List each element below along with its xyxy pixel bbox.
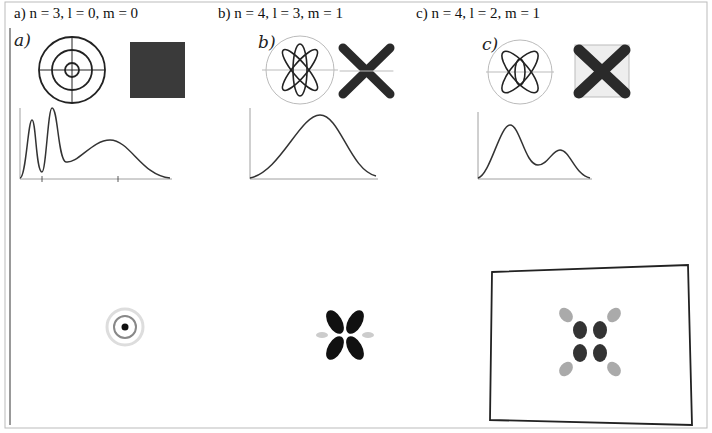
radial-plot-a xyxy=(20,108,172,182)
panel-heading: b) n = 4, l = 3, m = 1 xyxy=(218,5,343,22)
panel-heading: a) n = 3, l = 0, m = 0 xyxy=(14,5,138,22)
density-cross-b xyxy=(340,48,393,94)
frame xyxy=(5,2,707,428)
density-square xyxy=(130,42,185,98)
node-circles-a xyxy=(39,37,105,103)
density-plot-c xyxy=(490,265,692,425)
radial-plot-b xyxy=(250,108,378,179)
density-plot-b xyxy=(316,307,374,363)
panel-letter: b) xyxy=(258,32,276,52)
panel-letter: c) xyxy=(482,34,498,54)
radial-plot-c xyxy=(478,112,592,179)
density-cross-c xyxy=(575,45,629,97)
panel-letter: a) xyxy=(14,30,31,50)
density-plot-a xyxy=(107,309,143,345)
panel-heading: c) n = 4, l = 2, m = 1 xyxy=(416,5,540,22)
